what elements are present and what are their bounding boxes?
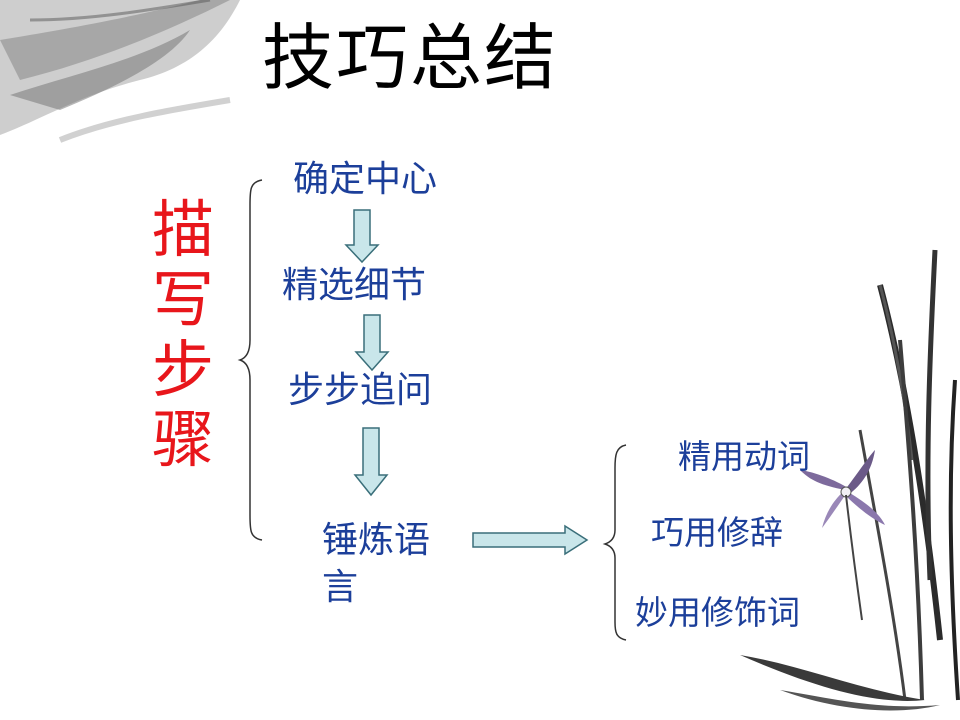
- page-title: 技巧总结: [262, 16, 559, 100]
- left-brace-icon: [237, 179, 263, 541]
- vertical-label-char: 步: [151, 333, 214, 407]
- down-arrow-icon: [344, 209, 380, 264]
- vertical-label-char: 描: [151, 193, 214, 266]
- technique-verbs: 精用动词: [678, 437, 810, 476]
- right-arrow-icon: [472, 524, 589, 556]
- orchid-plant-icon: [740, 249, 960, 711]
- down-arrow-icon: [353, 427, 389, 497]
- step-select-details: 精选细节: [282, 265, 427, 306]
- step-determine-center: 确定中心: [293, 159, 438, 200]
- vertical-label-char: 写: [151, 263, 214, 337]
- describe-steps-label: 描 写 步 骤: [148, 193, 218, 477]
- step-keep-asking: 步步追问: [288, 370, 433, 411]
- down-arrow-icon: [354, 314, 390, 372]
- step-refine-language: 锤炼语言: [322, 520, 431, 608]
- technique-rhetoric: 巧用修辞: [651, 513, 783, 552]
- technique-modifiers: 妙用修饰词: [635, 593, 800, 632]
- ink-brush-stroke-icon: [0, 0, 240, 143]
- left-brace-icon: [602, 444, 627, 641]
- vertical-label-char: 骤: [151, 403, 214, 477]
